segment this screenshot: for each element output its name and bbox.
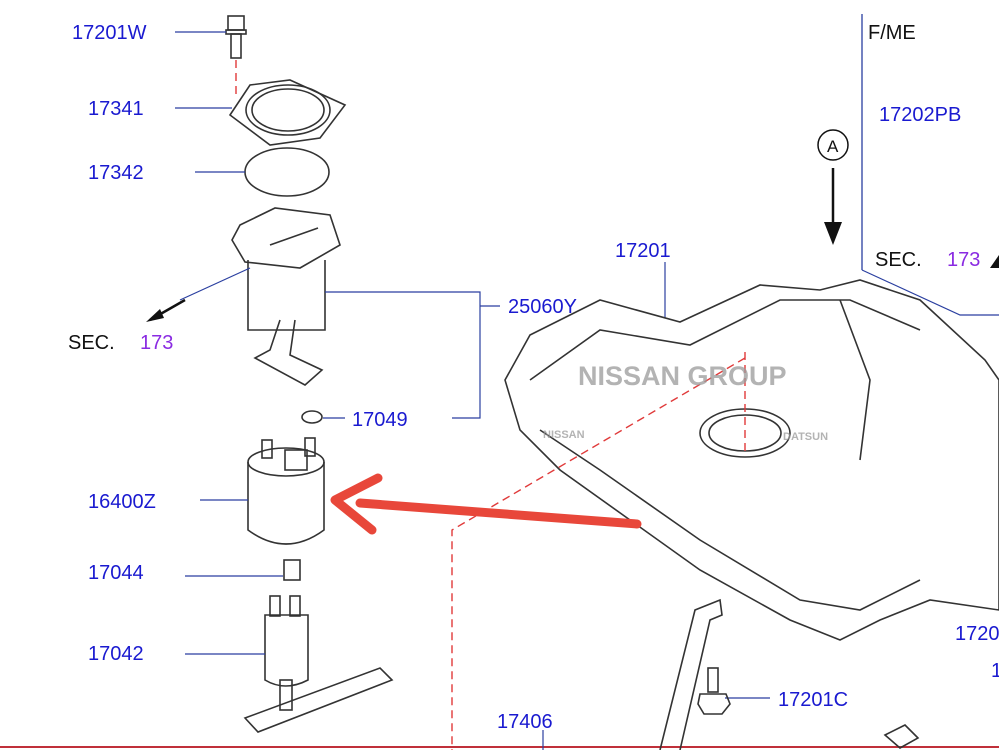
label-17042[interactable]: 17042 [88,643,144,665]
label-view-a: A [827,137,839,156]
label-1720-partial[interactable]: 1720 [955,623,999,645]
leader-lines [175,31,770,750]
label-17201[interactable]: 17201 [615,240,671,262]
fitting-17044[interactable] [283,559,301,581]
section-ref-prefix: SEC. [875,249,922,271]
label-16400Z[interactable]: 16400Z [88,491,156,513]
label-fme: F/ME [868,22,916,44]
label-1-partial[interactable]: 1 [991,660,999,682]
highlight-arrow [355,498,642,529]
label-17202PB[interactable]: 17202PB [879,104,961,126]
section-ref-number[interactable]: 173 [140,332,173,354]
view-a-marker [817,129,849,161]
retainer-ring-17341[interactable] [228,79,347,146]
label-17341[interactable]: 17341 [88,98,144,120]
frame-line [861,269,999,316]
watermark-logo-nissan: NISSAN [543,429,585,441]
fuel-tank-17201[interactable] [504,279,999,641]
o-ring-17049[interactable] [301,410,323,424]
fuel-pump-17042[interactable] [243,595,394,733]
label-17044[interactable]: 17044 [88,562,144,584]
label-17201C[interactable]: 17201C [778,689,848,711]
bolt-17201C[interactable] [697,667,731,715]
section-ref-number[interactable]: 173 [947,249,980,271]
arrow-head-icon [146,309,164,322]
gasket-17342[interactable] [244,147,330,197]
watermark-text: NISSAN GROUP [578,361,787,391]
arrow-down-icon [824,222,842,245]
watermark-logo-datsun: DATSUN [783,431,828,443]
highlight-arrow-head [330,473,383,535]
bracket [883,724,920,749]
section-ref-prefix: SEC. [68,332,115,354]
label-17049[interactable]: 17049 [352,409,408,431]
fuel-pump-module-25060Y[interactable] [231,207,341,386]
arrow-head-icon [990,255,999,268]
bolt-17201W[interactable] [225,15,247,59]
label-25060Y[interactable]: 25060Y [508,296,577,318]
label-17342[interactable]: 17342 [88,162,144,184]
label-17406[interactable]: 17406 [497,711,553,733]
fuel-filter-16400Z[interactable] [247,437,325,545]
label-17201W[interactable]: 17201W [72,22,147,44]
tank-strap-17406[interactable] [659,598,723,750]
